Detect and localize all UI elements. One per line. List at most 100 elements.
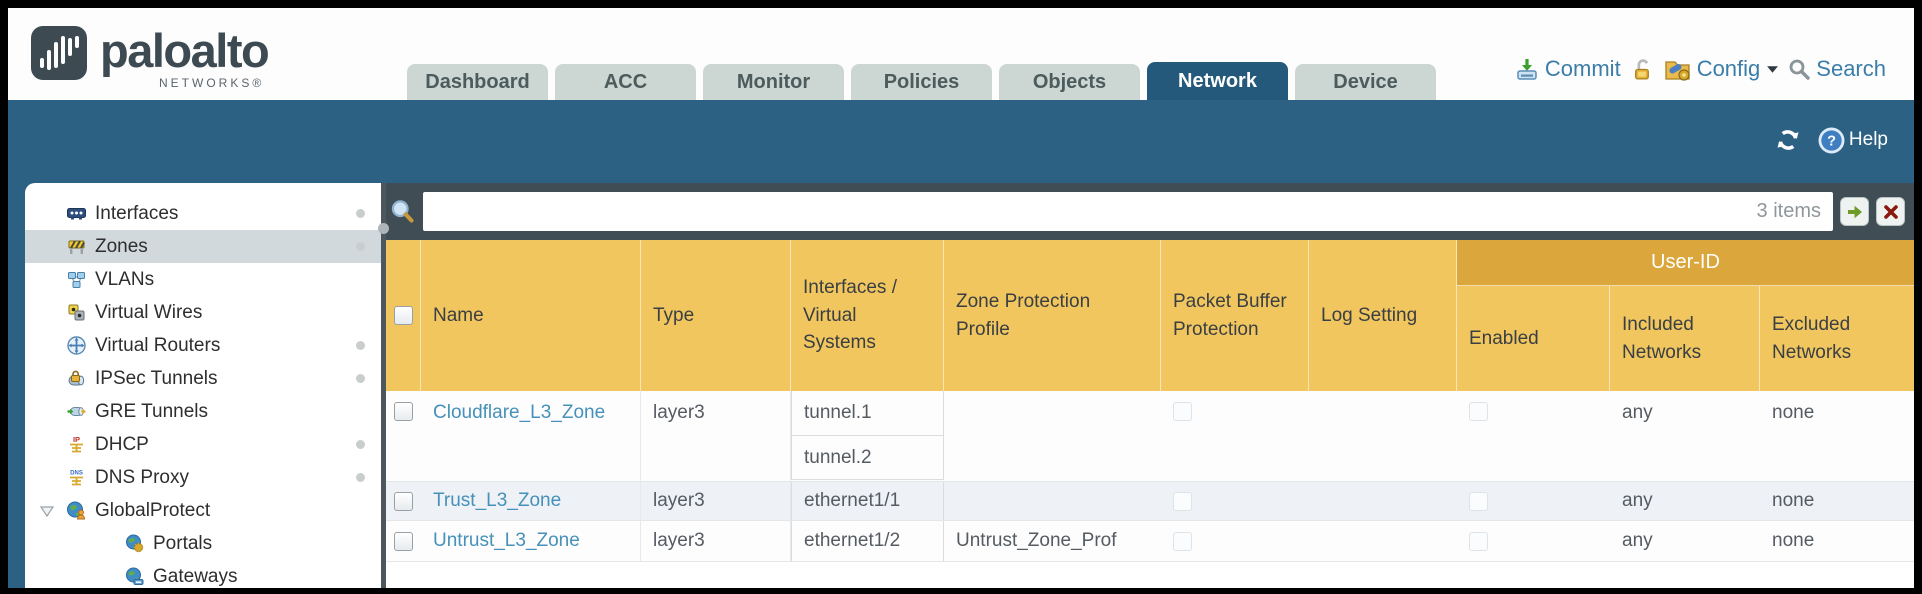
status-dot	[356, 440, 365, 449]
sidebar-item-ipsec-tunnels[interactable]: IPSec Tunnels	[25, 362, 381, 395]
collapse-triangle-icon[interactable]	[39, 503, 55, 519]
sidebar-item-zones[interactable]: Zones	[25, 230, 381, 263]
gateways-icon	[126, 567, 144, 585]
sidebar-item-label: Virtual Wires	[95, 301, 203, 323]
tab-network[interactable]: Network	[1147, 62, 1288, 100]
tab-device[interactable]: Device	[1295, 64, 1436, 100]
virtual-routers-icon	[67, 336, 86, 355]
column-header-interfaces[interactable]: Interfaces / Virtual Systems	[791, 240, 944, 391]
included-networks-cell: any	[1622, 490, 1653, 511]
clear-filter-button[interactable]	[1876, 197, 1905, 226]
help-button[interactable]: ? Help	[1818, 127, 1888, 154]
tab-policies[interactable]: Policies	[851, 64, 992, 100]
sidebar-item-label: Zones	[95, 235, 148, 257]
filter-bar: 3 items	[386, 183, 1914, 240]
zone-name-link[interactable]: Cloudflare_L3_Zone	[433, 402, 606, 423]
sidebar-item-label: IPSec Tunnels	[95, 367, 218, 389]
select-all-checkbox[interactable]	[393, 306, 413, 325]
packet-buffer-checkbox[interactable]	[1173, 491, 1192, 511]
application-window: paloalto NETWORKS® Dashboard ACC Monitor…	[8, 8, 1914, 588]
packet-buffer-checkbox[interactable]	[1173, 402, 1192, 421]
status-dot	[356, 242, 365, 251]
zone-interfaces-cell: ethernet1/2	[791, 521, 944, 561]
ipsec-tunnels-icon	[68, 370, 85, 386]
user-id-enabled-checkbox[interactable]	[1469, 491, 1488, 511]
column-header-excluded-networks[interactable]: Excluded Networks	[1772, 313, 1852, 363]
packet-buffer-checkbox[interactable]	[1173, 531, 1192, 551]
sidebar-item-label: Portals	[153, 532, 213, 554]
splitter-collapse-knob[interactable]	[378, 223, 389, 234]
column-header-packet-buffer-protection[interactable]: Packet Buffer Protection	[1161, 240, 1309, 391]
user-id-enabled-checkbox[interactable]	[1469, 531, 1488, 551]
tab-objects[interactable]: Objects	[999, 64, 1140, 100]
filter-search-icon[interactable]	[389, 198, 416, 225]
sidebar-item-virtual-wires[interactable]: Virtual Wires	[25, 296, 381, 329]
config-label: Config	[1696, 56, 1761, 81]
status-dot	[356, 209, 365, 218]
sidebar-splitter[interactable]	[378, 183, 389, 588]
sidebar-item-label: VLANs	[95, 268, 155, 290]
column-header-type[interactable]: Type	[641, 240, 791, 391]
zone-filter-input[interactable]	[435, 200, 1757, 223]
sidebar-item-dns-proxy[interactable]: DNS DNS Proxy	[25, 461, 381, 494]
sidebar-item-portals[interactable]: Portals	[25, 527, 381, 560]
virtual-wires-icon	[68, 304, 85, 321]
excluded-networks-cell: none	[1772, 530, 1815, 551]
sidebar-item-globalprotect[interactable]: GlobalProtect	[25, 494, 381, 527]
sidebar-item-label: GlobalProtect	[95, 499, 211, 521]
table-row[interactable]: Untrust_L3_Zone layer3 ethernet1/2 Untru…	[386, 520, 1914, 562]
column-header-included-networks[interactable]: Included Networks	[1610, 286, 1760, 391]
column-header-enabled[interactable]: Enabled	[1457, 286, 1610, 391]
user-id-enabled-checkbox[interactable]	[1469, 402, 1488, 421]
tab-monitor[interactable]: Monitor	[703, 64, 844, 100]
help-icon: ?	[1818, 127, 1845, 153]
table-row[interactable]: Trust_L3_Zone layer3 ethernet1/1 any non…	[386, 481, 1914, 520]
refresh-icon[interactable]	[1774, 126, 1802, 154]
zone-protection-profile-cell: Untrust_Zone_Prof	[956, 530, 1117, 551]
apply-filter-button[interactable]	[1840, 197, 1869, 226]
interfaces-icon	[67, 208, 86, 220]
sidebar-item-gre-tunnels[interactable]: GRE Tunnels	[25, 395, 381, 428]
config-dropdown[interactable]: Config	[1664, 56, 1780, 82]
user-id-group-header: User-ID	[1457, 240, 1914, 286]
status-dot	[356, 374, 365, 383]
dhcp-icon: IP	[70, 435, 83, 453]
commit-button[interactable]: Commit	[1515, 56, 1621, 82]
row-select-checkbox[interactable]	[394, 402, 413, 421]
tab-dashboard[interactable]: Dashboard	[407, 64, 548, 100]
tab-acc[interactable]: ACC	[555, 64, 696, 100]
sidebar-item-gateways[interactable]: Gateways	[25, 560, 381, 588]
sidebar-item-interfaces[interactable]: Interfaces	[25, 197, 381, 230]
zones-panel: 3 items Name Type	[386, 183, 1914, 588]
column-header-log-setting[interactable]: Log Setting	[1309, 240, 1457, 391]
zone-type-cell: layer3	[641, 391, 791, 481]
sidebar-item-label: Gateways	[153, 565, 238, 587]
row-select-checkbox[interactable]	[394, 491, 413, 511]
zone-name-link[interactable]: Untrust_L3_Zone	[433, 530, 580, 551]
main-nav-tabs: Dashboard ACC Monitor Policies Objects N…	[407, 62, 1436, 100]
content-area: Interfaces Zones VLANs	[8, 183, 1914, 588]
zone-name-link[interactable]: Trust_L3_Zone	[433, 490, 562, 511]
zone-interfaces-cell: ethernet1/1	[791, 482, 944, 520]
sidebar-item-vlans[interactable]: VLANs	[25, 263, 381, 296]
zone-protection-profile-cell	[944, 391, 1161, 481]
sidebar-item-dhcp[interactable]: IP DHCP	[25, 428, 381, 461]
search-button[interactable]: Search	[1788, 56, 1886, 82]
svg-text:?: ?	[1827, 133, 1836, 149]
status-dot	[356, 473, 365, 482]
sidebar-item-virtual-routers[interactable]: Virtual Routers	[25, 329, 381, 362]
column-header-name[interactable]: Name	[421, 240, 641, 391]
left-gutter	[8, 183, 25, 588]
log-setting-cell	[1309, 521, 1457, 561]
table-row[interactable]: Cloudflare_L3_Zone layer3 tunnel.1 tunne…	[386, 391, 1914, 481]
unlock-icon[interactable]	[1630, 57, 1655, 82]
status-dot	[356, 341, 365, 350]
zone-type-cell: layer3	[641, 521, 791, 561]
zones-table-header: Name Type Interfaces / Virtual Systems Z…	[386, 240, 1914, 391]
sidebar-item-label: DHCP	[95, 433, 149, 455]
help-label: Help	[1848, 129, 1888, 150]
interface-entry: tunnel.2	[791, 435, 944, 480]
interface-entry: tunnel.1	[791, 391, 944, 436]
row-select-checkbox[interactable]	[394, 531, 413, 551]
column-header-zone-protection-profile[interactable]: Zone Protection Profile	[944, 240, 1161, 391]
